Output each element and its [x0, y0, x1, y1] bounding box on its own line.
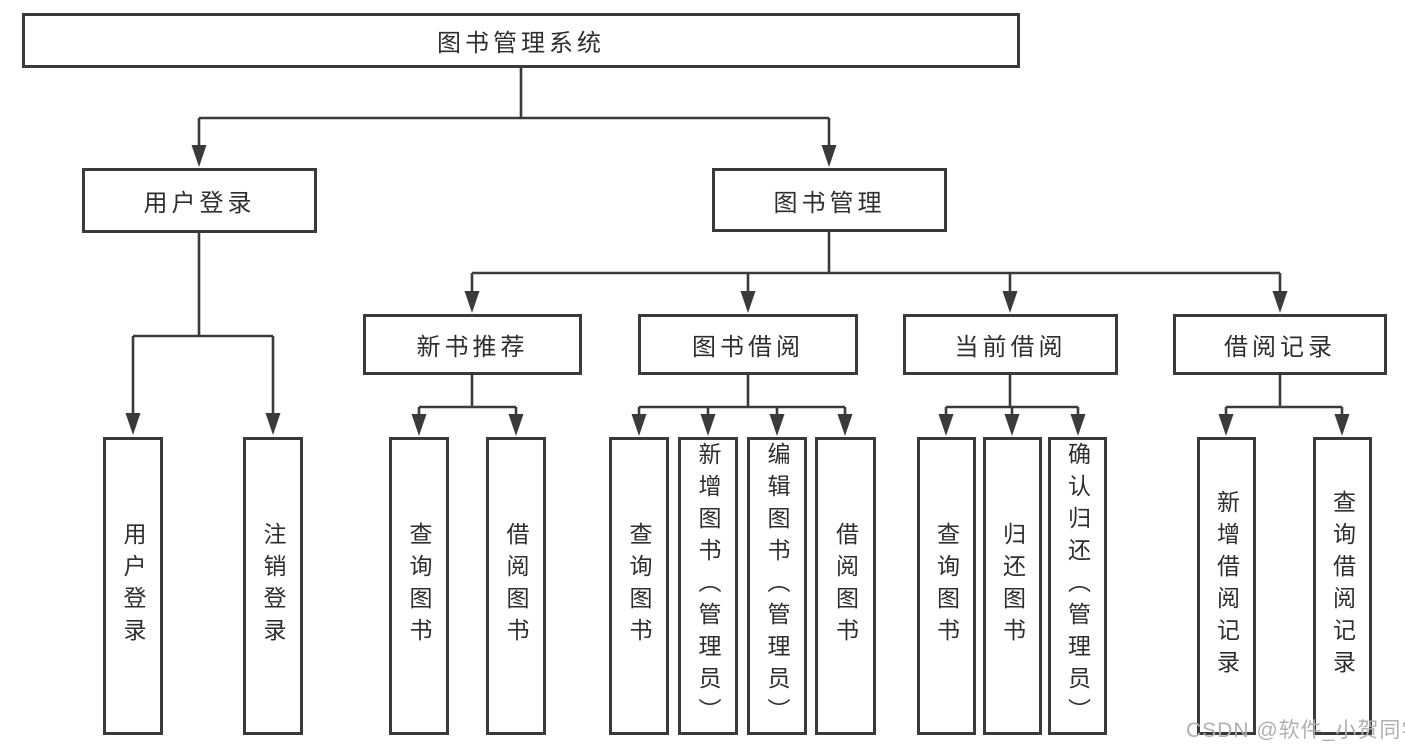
node-book-borrow: 图书借阅: [638, 314, 858, 375]
arrowheads: [125, 145, 1350, 436]
leaf-user-login: 用户登录: [103, 437, 163, 735]
leaf-add-books-admin: 新增图书（管理员）: [678, 437, 738, 735]
arrow-to-c1: [631, 414, 647, 436]
arrow-to-e2: [1334, 414, 1350, 436]
arrow-to-bor: [740, 291, 756, 313]
node-borrow-record: 借阅记录: [1173, 314, 1387, 375]
arrow-to-c3: [769, 414, 785, 436]
connector-record-to-leaves: [1224, 370, 1344, 418]
arrow-to-rec: [464, 291, 480, 313]
leaf-add-borrow-record: 新增借阅记录: [1197, 437, 1256, 735]
arrow-to-c2: [700, 414, 716, 436]
arrow-to-log: [1272, 291, 1288, 313]
node-current-borrow: 当前借阅: [903, 314, 1118, 375]
node-user-login: 用户登录: [82, 168, 317, 233]
arrow-to-d1: [938, 414, 954, 436]
node-new-book-recommend: 新书推荐: [363, 314, 582, 375]
leaf-query-books-recommend: 查询图书: [389, 437, 449, 735]
leaf-query-borrow-record: 查询借阅记录: [1313, 437, 1372, 735]
leaf-edit-books-admin: 编辑图书（管理员）: [747, 437, 807, 735]
node-book-management: 图书管理: [712, 168, 947, 232]
connector-root-to-level2: [197, 60, 831, 150]
connector-login-to-leaves: [131, 228, 275, 418]
connector-mgmt-to-level3: [470, 226, 1282, 296]
arrow-to-a1: [125, 413, 141, 435]
node-root-system: 图书管理系统: [22, 13, 1020, 68]
leaf-logout: 注销登录: [243, 437, 303, 735]
connector-rec-to-leaves: [417, 370, 518, 418]
leaf-borrow-books-recommend: 借阅图书: [486, 437, 546, 735]
connector-current-to-leaves: [944, 370, 1080, 418]
arrow-to-mgmt: [821, 145, 837, 167]
arrow-to-d3: [1070, 414, 1086, 436]
arrow-to-a2: [265, 413, 281, 435]
arrow-to-d2: [1004, 414, 1020, 436]
leaf-query-books-borrow: 查询图书: [609, 437, 669, 735]
csdn-watermark: CSDN @软件_小贺同学: [1186, 719, 1405, 742]
arrow-to-cur: [1002, 291, 1018, 313]
leaf-borrow-books: 借阅图书: [815, 437, 876, 735]
arrow-to-e1: [1218, 414, 1234, 436]
arrow-to-login: [191, 145, 207, 167]
arrow-to-b1: [411, 414, 427, 436]
leaf-return-books: 归还图书: [983, 437, 1042, 735]
arrow-to-c4: [837, 414, 853, 436]
arrow-to-b2: [508, 414, 524, 436]
connector-borrow-to-leaves: [637, 370, 847, 418]
leaf-query-books-current: 查询图书: [917, 437, 976, 735]
leaf-confirm-return-admin: 确认归还（管理员）: [1048, 437, 1107, 735]
